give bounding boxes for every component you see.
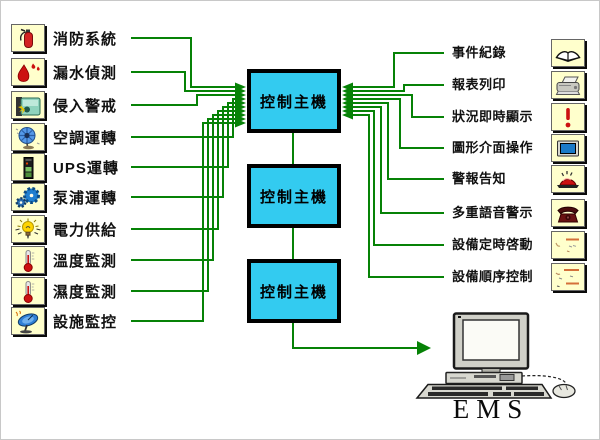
control-host-box-3: 控制主機 — [247, 259, 341, 323]
water-drops-icon — [11, 58, 45, 86]
left-arrowhead-9 — [235, 118, 246, 128]
thermometer-icon — [11, 246, 45, 274]
right-wire-6 — [353, 110, 444, 246]
thermometer-icon — [11, 277, 45, 305]
left-wire-5 — [131, 106, 235, 198]
fire-extinguisher-icon — [11, 24, 45, 52]
left-item-temperature-monitoring: 溫度監測 — [11, 246, 117, 274]
alarm-light-icon — [551, 165, 585, 193]
right-wire-5 — [353, 106, 444, 214]
left-item-label: 設施監控 — [53, 313, 118, 331]
left-item-fire-protection: 消防系統 — [11, 24, 117, 52]
left-item-label: 泵浦運轉 — [53, 189, 118, 207]
right-item-realtime-status-display: 狀況即時顯示 — [452, 103, 592, 131]
left-item-water-leak-detection: 漏水偵測 — [11, 58, 117, 86]
left-item-label: 濕度監測 — [53, 283, 118, 301]
monitor-icon — [551, 134, 585, 162]
right-item-label: 警報告知 — [452, 171, 507, 186]
right-wire-0 — [353, 52, 444, 88]
right-item-equipment-sequence-control: 設備順序控制 — [452, 263, 592, 291]
left-wire-0 — [131, 37, 235, 88]
ups-battery-icon — [11, 153, 45, 181]
right-wire-4 — [353, 102, 444, 180]
control-host-label: 控制主機 — [259, 283, 328, 301]
intrusion-alarm-icon — [11, 91, 45, 119]
right-item-label: 狀況即時顯示 — [452, 109, 534, 124]
left-wire-8 — [131, 118, 235, 292]
right-item-event-logging: 事件紀錄 — [452, 39, 592, 67]
right-item-label: 圖形介面操作 — [452, 140, 534, 155]
right-item-multi-voice-alert: 多重語音警示 — [452, 199, 592, 227]
left-item-label: UPS運轉 — [53, 159, 119, 177]
left-item-power-supply: 電力供給 — [11, 215, 117, 243]
right-wire-2 — [353, 94, 444, 118]
open-book-icon — [551, 39, 585, 67]
control-host-box-1: 控制主機 — [247, 69, 341, 133]
satellite-dish-icon — [11, 307, 45, 335]
gears-icon — [11, 183, 45, 211]
right-wire-1 — [353, 84, 444, 92]
ems-arrowhead — [417, 341, 431, 355]
right-item-alarm-notification: 警報告知 — [452, 165, 592, 193]
control-host-box-2: 控制主機 — [247, 164, 341, 228]
printer-icon — [551, 71, 585, 99]
fan-icon — [11, 123, 45, 151]
computer-keyboard — [415, 383, 553, 399]
left-item-humidity-monitoring: 濕度監測 — [11, 277, 117, 305]
control-host-label: 控制主機 — [259, 93, 328, 111]
left-item-ups-operation: UPS運轉 — [11, 153, 119, 181]
computer-system-unit — [445, 371, 523, 385]
left-wire-9 — [131, 122, 235, 322]
right-item-label: 設備順序控制 — [452, 269, 534, 284]
right-item-label: 報表列印 — [452, 77, 507, 92]
computer-mouse — [521, 375, 576, 399]
right-item-label: 多重語音警示 — [452, 205, 534, 220]
right-wire-3 — [353, 98, 444, 149]
computer-monitor — [452, 312, 530, 373]
left-item-label: 電力供給 — [53, 221, 118, 239]
left-item-hvac-operation: 空調運轉 — [11, 123, 117, 151]
left-item-pump-operation: 泵浦運轉 — [11, 183, 117, 211]
host3-ems-connector — [292, 323, 417, 349]
left-item-label: 侵入警戒 — [53, 97, 118, 115]
left-item-label: 溫度監測 — [53, 252, 118, 270]
control-host-label: 控制主機 — [259, 188, 328, 206]
right-item-report-printing: 報表列印 — [452, 71, 592, 99]
left-item-facility-monitoring: 設施監控 — [11, 307, 117, 335]
right-wire-7 — [353, 114, 444, 278]
left-item-label: 消防系統 — [53, 30, 118, 48]
telephone-icon — [551, 199, 585, 227]
left-wire-7 — [131, 114, 235, 261]
light-bulb-icon — [11, 215, 45, 243]
left-wire-1 — [131, 71, 235, 92]
right-item-graphic-interface-operation: 圖形介面操作 — [452, 134, 592, 162]
left-item-label: 漏水偵測 — [53, 64, 118, 82]
right-item-label: 事件紀錄 — [452, 45, 507, 60]
ems-label: EMS — [452, 394, 530, 424]
schedule-sketch-icon — [551, 231, 585, 259]
left-item-label: 空調運轉 — [53, 129, 118, 147]
right-item-label: 設備定時啓動 — [452, 237, 534, 252]
ems-workstation-illustration — [414, 312, 589, 405]
left-wire-2 — [131, 94, 235, 106]
left-item-intrusion-alert: 侵入警戒 — [11, 91, 117, 119]
sequence-sketch-icon — [551, 263, 585, 291]
left-wire-4 — [131, 102, 235, 168]
right-arrowhead-7 — [342, 110, 353, 120]
right-item-equipment-scheduled-start: 設備定時啓動 — [452, 231, 592, 259]
exclamation-icon — [551, 103, 585, 131]
left-wire-6 — [131, 110, 235, 230]
